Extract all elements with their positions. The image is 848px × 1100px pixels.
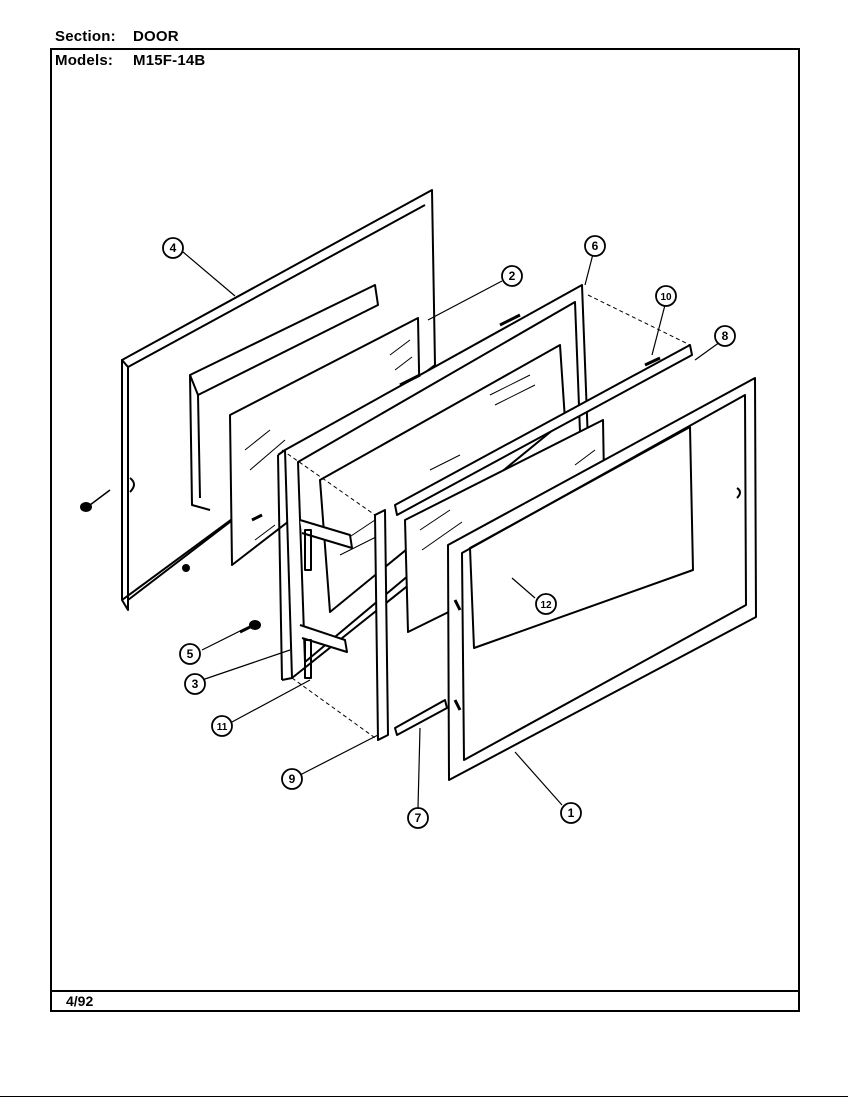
footer-divider xyxy=(50,990,800,992)
part-side-strip xyxy=(374,509,389,741)
section-header: Section: DOOR xyxy=(55,28,179,45)
part-front-frame xyxy=(447,377,757,781)
leader-lines xyxy=(182,251,721,809)
screw-part-5 xyxy=(239,620,261,634)
section-label: Section: xyxy=(55,28,116,45)
revision-date: 4/92 xyxy=(66,993,94,1009)
assembly-guide-lines xyxy=(281,294,691,741)
part-bottom-strip xyxy=(394,699,448,736)
part-hinges xyxy=(299,519,353,679)
models-value: M15F-14B xyxy=(133,52,206,69)
part-outer-panel xyxy=(80,189,436,611)
page-bottom-rule xyxy=(0,1096,848,1097)
part-top-bracket xyxy=(394,344,693,516)
diagram-frame xyxy=(50,48,800,1012)
section-value: DOOR xyxy=(133,28,179,45)
models-header: Models: M15F-14B xyxy=(55,52,205,69)
models-label: Models: xyxy=(55,52,114,69)
